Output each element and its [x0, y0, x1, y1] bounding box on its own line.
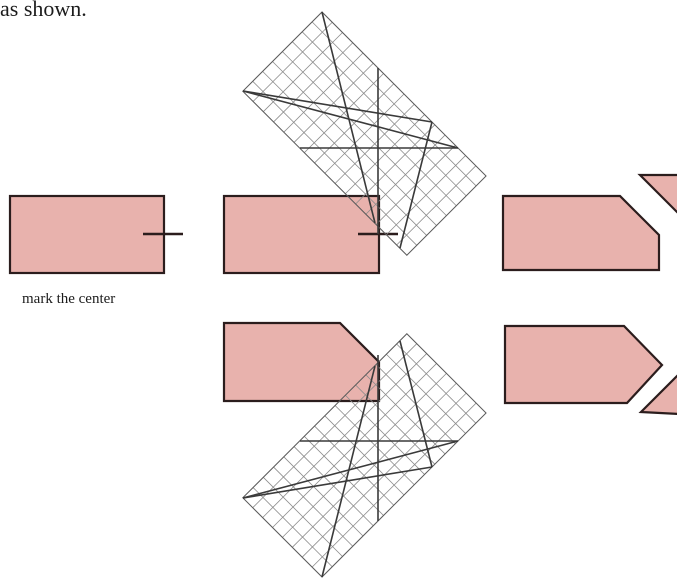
fold-line — [321, 11, 376, 224]
step2-group — [222, 194, 398, 275]
fold-line — [399, 121, 433, 249]
grid-line — [252, 343, 418, 508]
step3-cut-off-triangle — [637, 173, 677, 214]
step1-group: mark the center — [8, 194, 183, 307]
fold-line — [399, 340, 433, 468]
grid-cells — [242, 333, 487, 578]
grid-line — [292, 382, 457, 548]
fold-line — [321, 365, 376, 578]
step5-pointed-paper — [503, 324, 664, 405]
grid-line — [292, 41, 457, 207]
fold-line — [242, 90, 433, 123]
grid-cells — [242, 11, 487, 256]
step3-group — [501, 173, 677, 272]
grid-outline — [242, 333, 487, 578]
step3-cut-paper — [501, 194, 661, 272]
fold-line — [242, 466, 433, 499]
step1-paper — [8, 194, 166, 275]
fold-grid-bottom — [242, 333, 487, 578]
step2-paper — [222, 194, 381, 275]
grid-line — [282, 373, 447, 538]
grid-line — [252, 81, 418, 246]
fold-line — [242, 440, 459, 499]
mark-center-label: mark the center — [22, 291, 115, 307]
step5-group — [503, 324, 677, 415]
step5-cut-off-triangle — [638, 374, 677, 415]
grid-line — [311, 21, 477, 187]
step4-paper — [222, 321, 381, 403]
caption-text: as shown. — [0, 0, 87, 21]
grid-outline — [242, 11, 487, 256]
fold-line — [242, 90, 459, 149]
fold-grid-top — [242, 11, 487, 256]
step4-group — [222, 321, 381, 403]
grid-line — [311, 402, 477, 568]
grid-line — [282, 51, 447, 216]
